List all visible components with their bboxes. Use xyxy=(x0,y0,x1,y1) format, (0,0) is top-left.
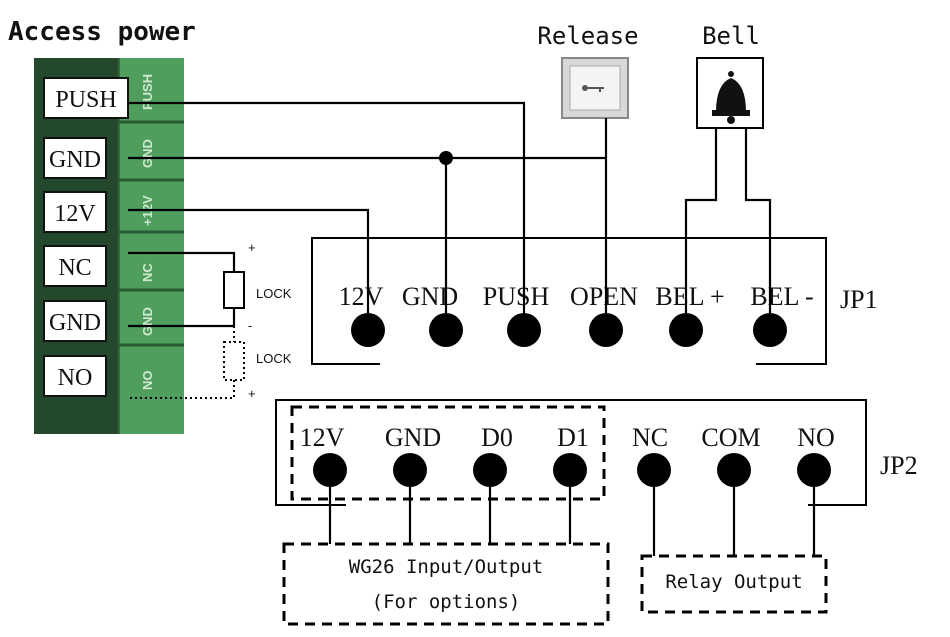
gnd-junction-dot xyxy=(439,151,453,165)
jp1-pin-push xyxy=(507,313,541,347)
silk-nc: NC xyxy=(140,263,155,282)
jp2-pin-nc xyxy=(637,453,671,487)
lock-plus-2: + xyxy=(248,386,256,401)
jp2-pin-no xyxy=(797,453,831,487)
power-terminal-labels: PUSH GND 12V NC GND NO xyxy=(43,77,129,397)
jp2-pins: 12V GND D0 D1 NC COM NO xyxy=(300,423,835,487)
jp1-pin-bel-minus xyxy=(753,313,787,347)
terminal-label-nc: NC xyxy=(58,255,91,281)
terminal-box-nc xyxy=(43,245,107,287)
jp1-outline xyxy=(311,237,827,365)
diagram-title: Access power xyxy=(8,17,196,47)
jp1-pin-label-bel-minus: BEL - xyxy=(750,282,813,311)
release-label: Release xyxy=(537,22,638,50)
lock-label-2: LOCK xyxy=(256,351,292,366)
jp2-pin-gnd xyxy=(393,453,427,487)
jp1-pin-label-12v: 12V xyxy=(339,282,384,311)
jp2-pin-label-nc: NC xyxy=(632,423,668,452)
jp1-pin-label-bel-plus: BEL + xyxy=(655,282,724,311)
jp1-pin-gnd xyxy=(429,313,463,347)
terminal-box-no xyxy=(43,355,107,397)
silk-gnd-1: GND xyxy=(140,139,155,168)
lock-dotted-icon xyxy=(223,341,245,381)
lock-label-1: LOCK xyxy=(256,286,292,301)
jp1-pin-12v xyxy=(351,313,385,347)
jp2-pin-d0 xyxy=(473,453,507,487)
terminal-box-12v xyxy=(43,191,107,233)
jp2-pin-label-12v: 12V xyxy=(300,423,345,452)
terminal-label-push: PUSH xyxy=(55,87,116,113)
jp2-wires xyxy=(328,487,816,556)
terminal-box-gnd-1 xyxy=(43,137,107,179)
jp1-pin-label-open: OPEN xyxy=(570,282,638,311)
jp2-pin-12v xyxy=(313,453,347,487)
bell-device: Bell xyxy=(696,22,764,129)
jp1-pins: 12V GND PUSH OPEN BEL + BEL - xyxy=(339,282,814,347)
lock-wiring: + LOCK - LOCK + xyxy=(128,240,292,401)
terminal-label-no: NO xyxy=(58,365,93,391)
lock-minus-1: - xyxy=(248,318,252,333)
silk-push: PUSH xyxy=(140,74,155,110)
terminal-label-gnd-2: GND xyxy=(49,310,101,336)
jp1-name: JP1 xyxy=(840,285,878,314)
silk-gnd-2: GND xyxy=(140,307,155,336)
wg26-pin-group xyxy=(290,405,606,501)
jp2-pin-d1 xyxy=(553,453,587,487)
relay-label: Relay Output xyxy=(665,571,802,593)
jp2-outline xyxy=(275,399,867,506)
wg26-label: WG26 Input/Output xyxy=(349,556,543,578)
jp2-pin-label-d1: D1 xyxy=(557,423,589,452)
silk-no: NO xyxy=(140,371,155,391)
jp2-pin-label-no: NO xyxy=(797,423,835,452)
wg26-sublabel: (For options) xyxy=(372,591,521,613)
wg26-output-group xyxy=(282,542,610,626)
relay-output-group xyxy=(640,554,828,614)
jp2-pin-com xyxy=(717,453,751,487)
jp2-pin-label-com: COM xyxy=(701,423,760,452)
terminal-label-12v: 12V xyxy=(54,201,96,227)
terminal-box-push xyxy=(43,77,129,119)
terminal-label-gnd-1: GND xyxy=(49,147,101,173)
jp1-pin-label-push: PUSH xyxy=(483,282,550,311)
lock-solid-icon xyxy=(223,271,245,309)
release-device: Release xyxy=(537,22,639,119)
jp2-pin-label-d0: D0 xyxy=(481,423,513,452)
terminal-box-gnd-2 xyxy=(43,300,107,342)
jp2-pin-label-gnd: GND xyxy=(385,423,441,452)
jp1-pin-bel-plus xyxy=(669,313,703,347)
jp1-wires xyxy=(128,101,772,313)
jp1-pin-open xyxy=(589,313,623,347)
jp2-name: JP2 xyxy=(880,451,918,480)
bell-label: Bell xyxy=(702,22,760,50)
lock-plus-1: + xyxy=(248,240,256,255)
jp1-pin-label-gnd: GND xyxy=(402,282,458,311)
